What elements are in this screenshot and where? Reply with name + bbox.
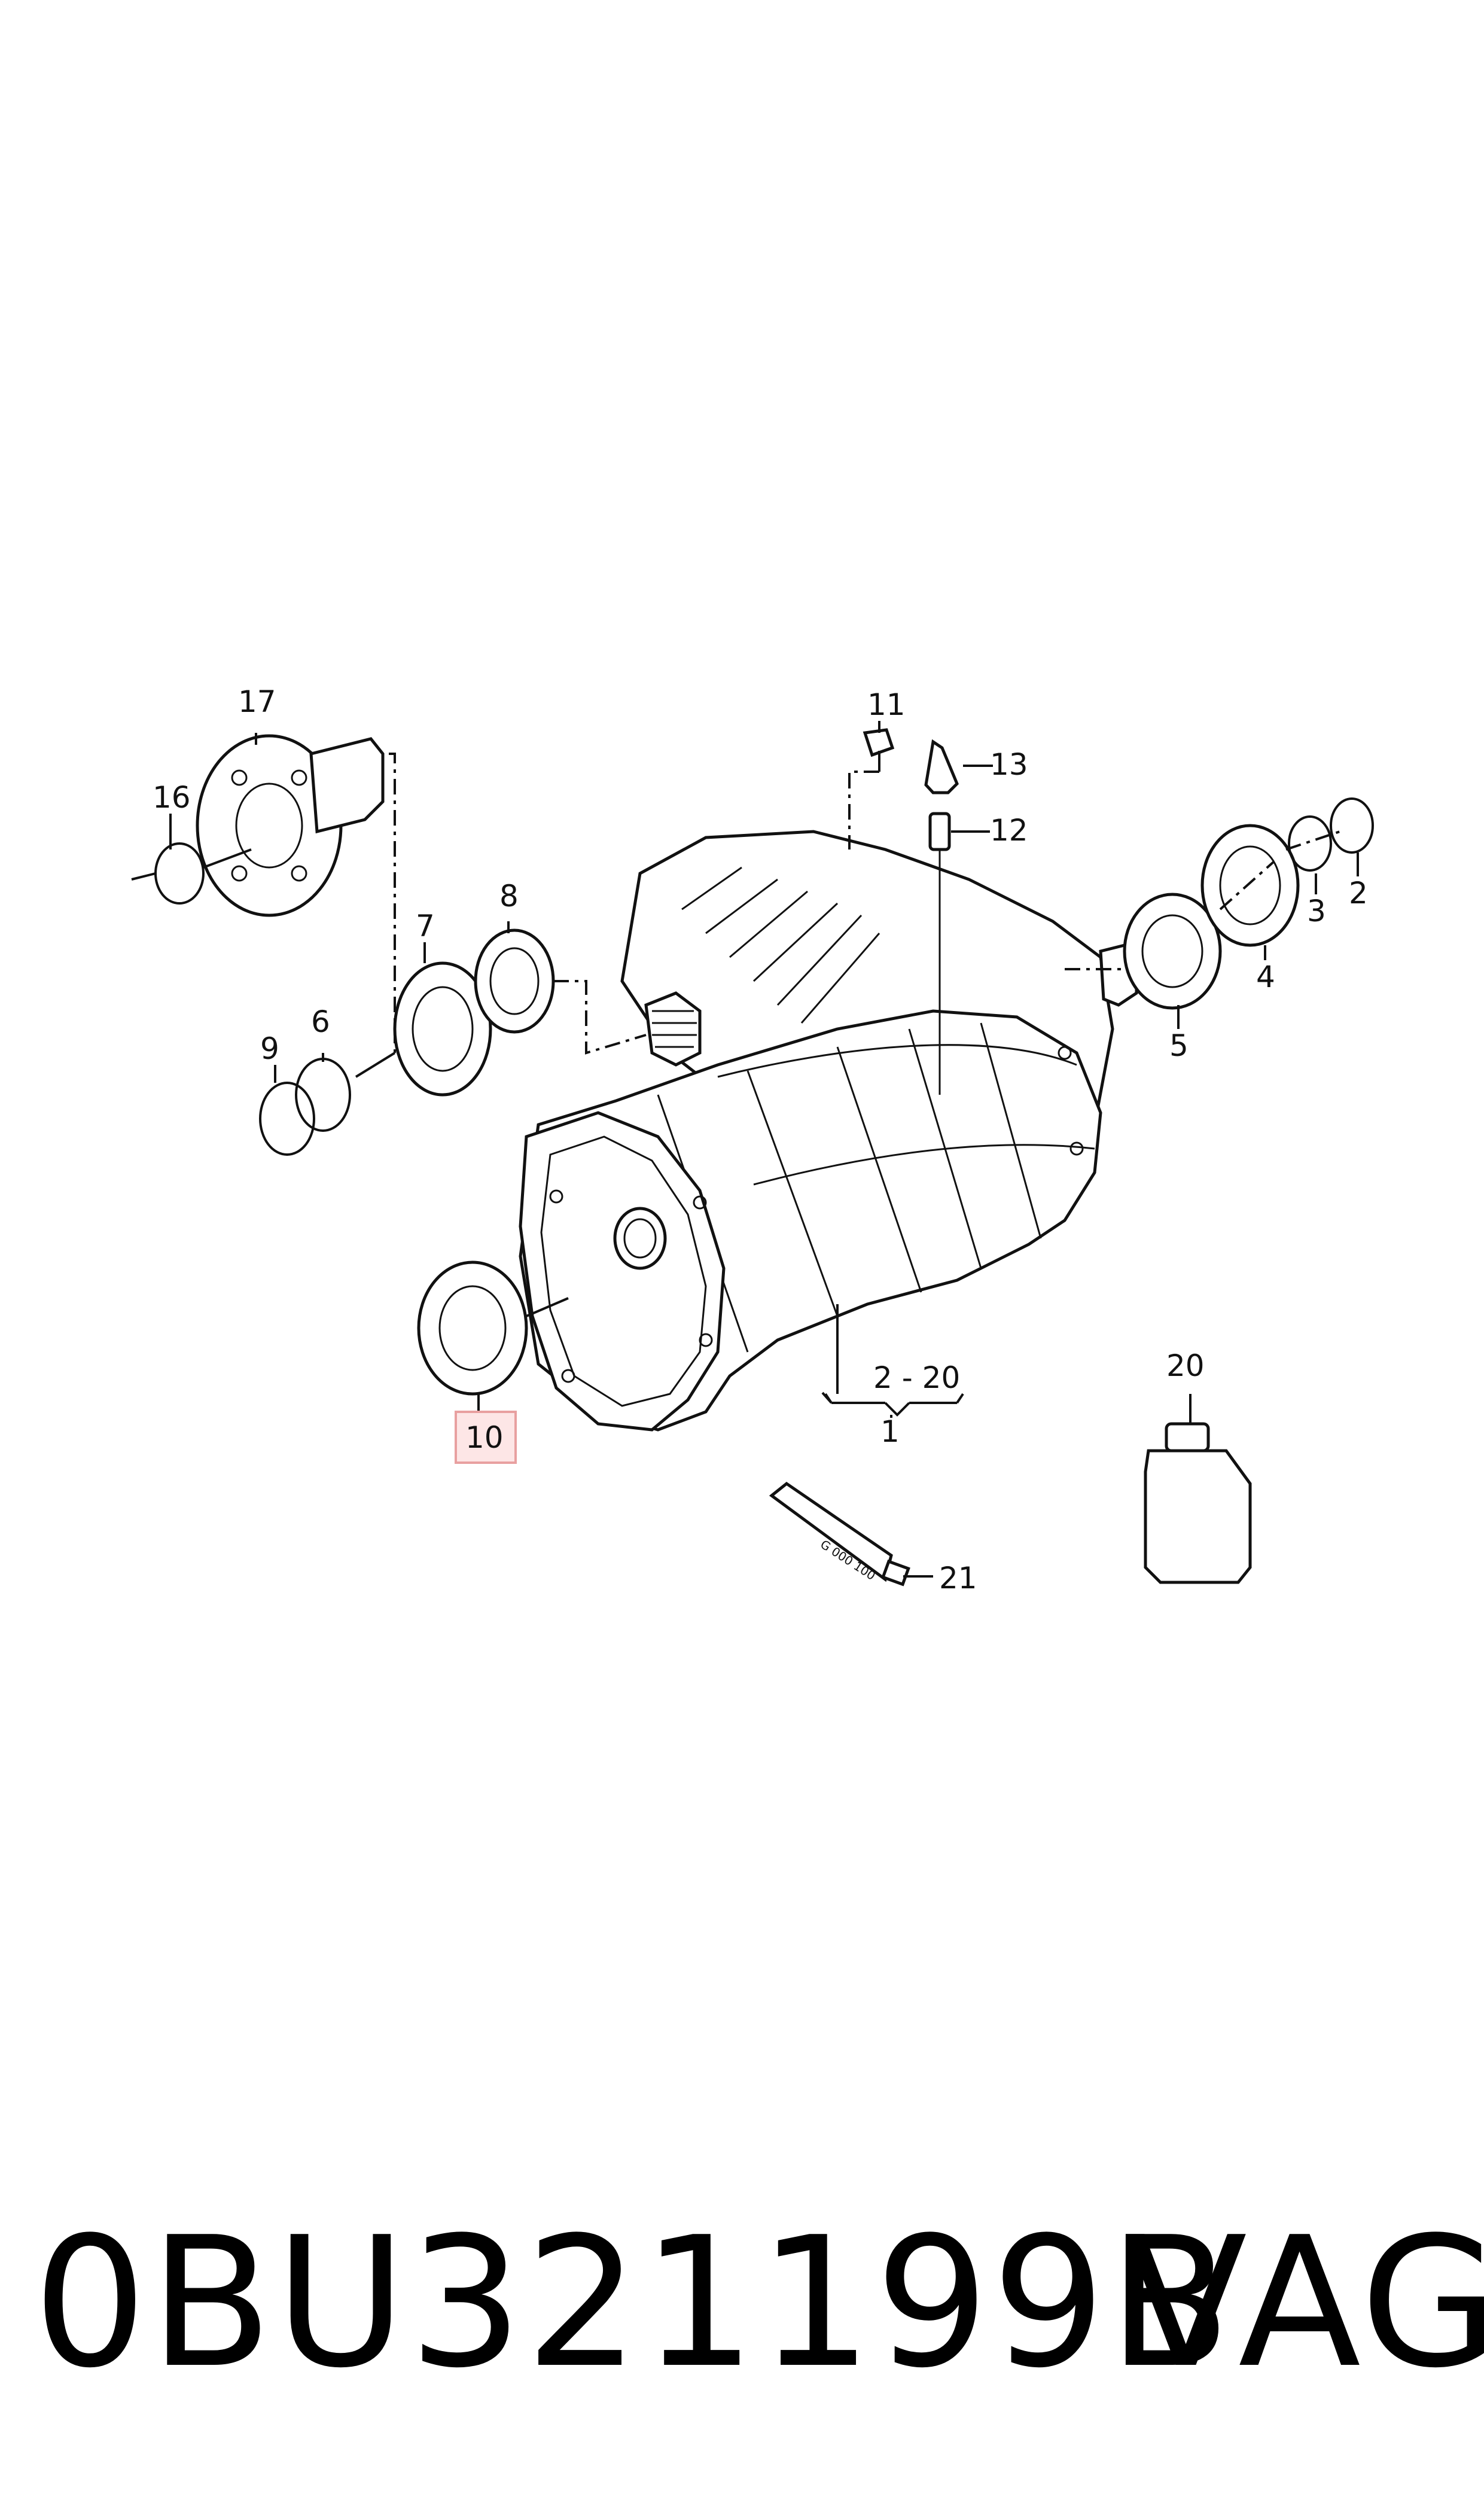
callout-3: 3 [1307, 894, 1326, 928]
callout-7: 7 [416, 909, 435, 943]
seal-7 [393, 961, 492, 1097]
highlight-box-10 [455, 1411, 517, 1464]
breather-cap-13 [924, 739, 959, 794]
callout-1: 1 [880, 1414, 900, 1449]
callout-4: 4 [1256, 960, 1275, 994]
seal-10 [417, 1260, 528, 1396]
callout-16: 16 [153, 780, 191, 815]
flange-17 [196, 734, 385, 917]
callout-range: 2 - 20 [873, 1360, 960, 1395]
callout-12: 12 [990, 813, 1028, 848]
callout-labels: 11 13 12 17 16 7 8 6 9 10 2 - 20 1 5 4 3… [153, 684, 1368, 1596]
part-number: 0BU321199B [33, 2199, 1234, 2407]
sealant-tube-21 [769, 1481, 910, 1587]
callout-10-highlighted: 10 [465, 1420, 504, 1455]
callout-6: 6 [311, 1004, 330, 1039]
circlip-16 [154, 842, 205, 905]
circlip-2 [1330, 797, 1374, 854]
callout-13: 13 [990, 747, 1028, 782]
gearbox-housing [519, 830, 1138, 1432]
leader-lines [131, 721, 1359, 1578]
breather-pipe-12 [928, 812, 951, 1095]
callout-2: 2 [1349, 876, 1368, 911]
callout-5: 5 [1169, 1028, 1189, 1063]
seal-5 [1123, 893, 1222, 1010]
brand-name: VAG [1125, 2199, 1484, 2407]
callout-11: 11 [867, 687, 906, 722]
oil-bottle-20 [1144, 1422, 1252, 1584]
callout-21: 21 [939, 1561, 977, 1596]
ring-6 [295, 1058, 351, 1132]
callout-20: 20 [1166, 1348, 1205, 1383]
seal-4 [1200, 824, 1300, 947]
callout-9: 9 [260, 1031, 279, 1066]
seal-8 [474, 928, 555, 1034]
callout-8: 8 [499, 879, 519, 914]
callout-17: 17 [238, 684, 276, 719]
circlip-9 [259, 1082, 315, 1156]
ring-3 [1288, 815, 1332, 872]
bolt-11 [863, 728, 895, 772]
